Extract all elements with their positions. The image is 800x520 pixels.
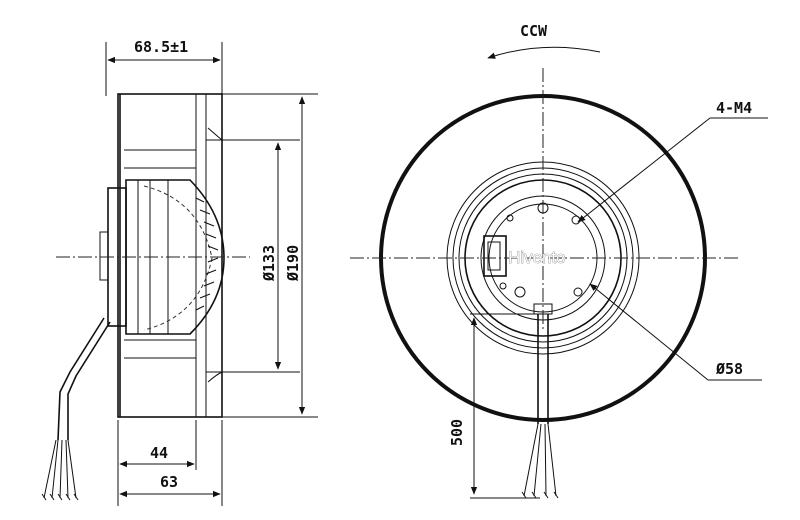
brand-watermark: Hivento xyxy=(508,248,566,267)
depth44-label: 44 xyxy=(150,444,168,462)
front-cable xyxy=(537,314,549,424)
width-dim-label: 68.5±1 xyxy=(134,38,188,56)
screws-leader xyxy=(577,117,711,223)
inner-dia-label: Ø133 xyxy=(260,245,278,282)
hub-dia-leader xyxy=(589,283,709,381)
rotation-label: CCW xyxy=(520,22,548,40)
outer-dia-label: Ø190 xyxy=(284,245,302,282)
cable-length-label: 500 xyxy=(448,419,466,446)
connector-block xyxy=(483,235,507,277)
cable xyxy=(57,317,105,441)
fan-housing xyxy=(117,93,223,418)
hub-dia-label: Ø58 xyxy=(715,360,743,378)
depth63-label: 63 xyxy=(160,473,178,491)
motor-body xyxy=(125,179,225,335)
front-view: CCW xyxy=(350,22,768,499)
screws-label: 4-M4 xyxy=(716,99,752,117)
front-cable-wires xyxy=(521,423,559,499)
rotation-arrow xyxy=(487,46,601,59)
side-view: 68.5±1 Ø133 Ø190 xyxy=(41,38,318,506)
cable-wires xyxy=(41,439,79,501)
motor-fins xyxy=(195,197,219,311)
